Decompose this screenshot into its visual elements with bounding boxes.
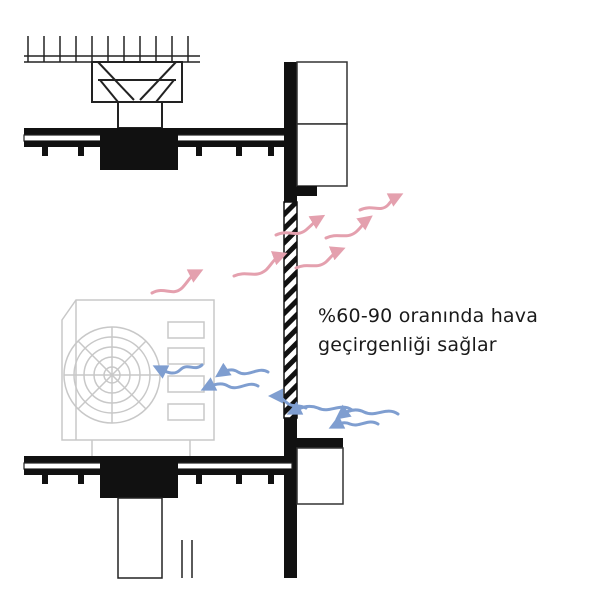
caption-line-1: %60-90 oranında hava: [318, 305, 539, 327]
warm-air-arrow-icon: [150, 193, 404, 295]
air-permeability-caption: %60-90 oranında hava geçirgenliği sağlar: [318, 302, 588, 360]
air-conditioner-outdoor-unit-icon: [61, 299, 215, 456]
facade-wall: [284, 61, 348, 202]
upper-railing: [24, 36, 200, 63]
upper-slab: [23, 128, 293, 170]
lower-support: [117, 497, 193, 579]
caption-line-2: geçirgenliği sağlar: [318, 334, 497, 356]
lower-slab: [23, 456, 293, 498]
upper-bracket: [91, 61, 183, 129]
cool-air-arrow-icon: [152, 362, 400, 429]
facade-wall-lower: [284, 418, 344, 578]
